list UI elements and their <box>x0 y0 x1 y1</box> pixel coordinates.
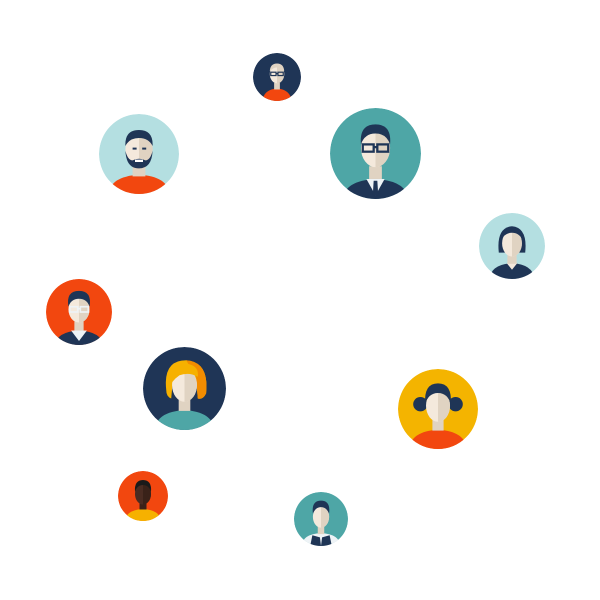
avatar-bearded-man <box>99 114 179 194</box>
avatar-woman-short-hair <box>479 213 545 279</box>
avatar-man-glasses-orange <box>46 279 112 345</box>
avatar-businessman-glasses <box>330 108 421 199</box>
person-dark-icon <box>118 471 168 521</box>
person-beard-icon <box>99 114 179 194</box>
avatar-woman-buns <box>398 369 478 449</box>
avatar-blonde-woman <box>143 347 226 430</box>
person-woman-icon <box>479 213 545 279</box>
avatar-man-vest <box>294 492 348 546</box>
person-woman-buns-icon <box>398 369 478 449</box>
person-vest-icon <box>294 492 348 546</box>
person-woman-blonde-icon <box>143 347 226 430</box>
person-suit-glasses-icon <box>330 108 421 199</box>
avatar-man-glasses-small <box>253 53 301 101</box>
avatar-dark-skin-man <box>118 471 168 521</box>
person-glasses-icon <box>253 53 301 101</box>
person-glasses-icon <box>46 279 112 345</box>
